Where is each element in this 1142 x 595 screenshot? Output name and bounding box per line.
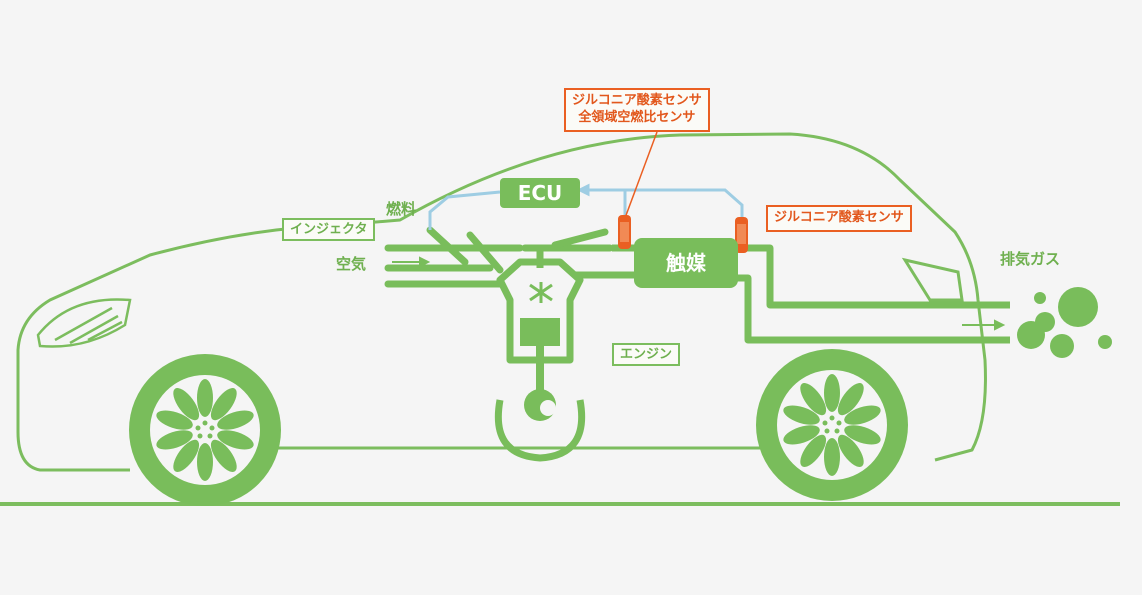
- ecu-box: ECU: [500, 178, 580, 208]
- rear-sensor-label: ジルコニア酸素センサ: [766, 205, 912, 232]
- front-sensor-label-line1: ジルコニア酸素センサ: [572, 93, 702, 108]
- exhaust-bubbles-icon: [1017, 287, 1112, 358]
- engine-piston: [520, 318, 560, 421]
- exhaust-arrow-icon: [962, 319, 1006, 331]
- rear-tail-light: [901, 257, 964, 302]
- front-sensor-icon: [618, 215, 631, 249]
- air-arrow-icon: [392, 256, 431, 268]
- signal-lines: [428, 183, 744, 230]
- air-label: 空気: [336, 255, 367, 273]
- engine-label: エンジン: [612, 343, 681, 366]
- front-sensor-label: ジルコニア酸素センサ 全領域空燃比センサ: [564, 88, 710, 132]
- front-sensor-label-line2: 全領域空燃比センサ: [578, 109, 696, 125]
- exhaust-label: 排気ガス: [1000, 250, 1061, 268]
- rear-wheel-icon: [756, 349, 908, 501]
- spark-icon: [529, 282, 553, 303]
- rear-sensor-icon: [735, 217, 748, 253]
- headlight: [36, 298, 132, 348]
- engine-block: [494, 250, 586, 462]
- car-body-outline: [16, 132, 987, 472]
- sensor-leader-line: [624, 131, 658, 219]
- injector-label: インジェクタ: [282, 218, 376, 241]
- fuel-label: 燃料: [386, 200, 417, 218]
- front-wheel-icon: [129, 354, 281, 506]
- intake-pipes: [384, 226, 644, 288]
- catalyst-box: 触媒: [634, 238, 738, 288]
